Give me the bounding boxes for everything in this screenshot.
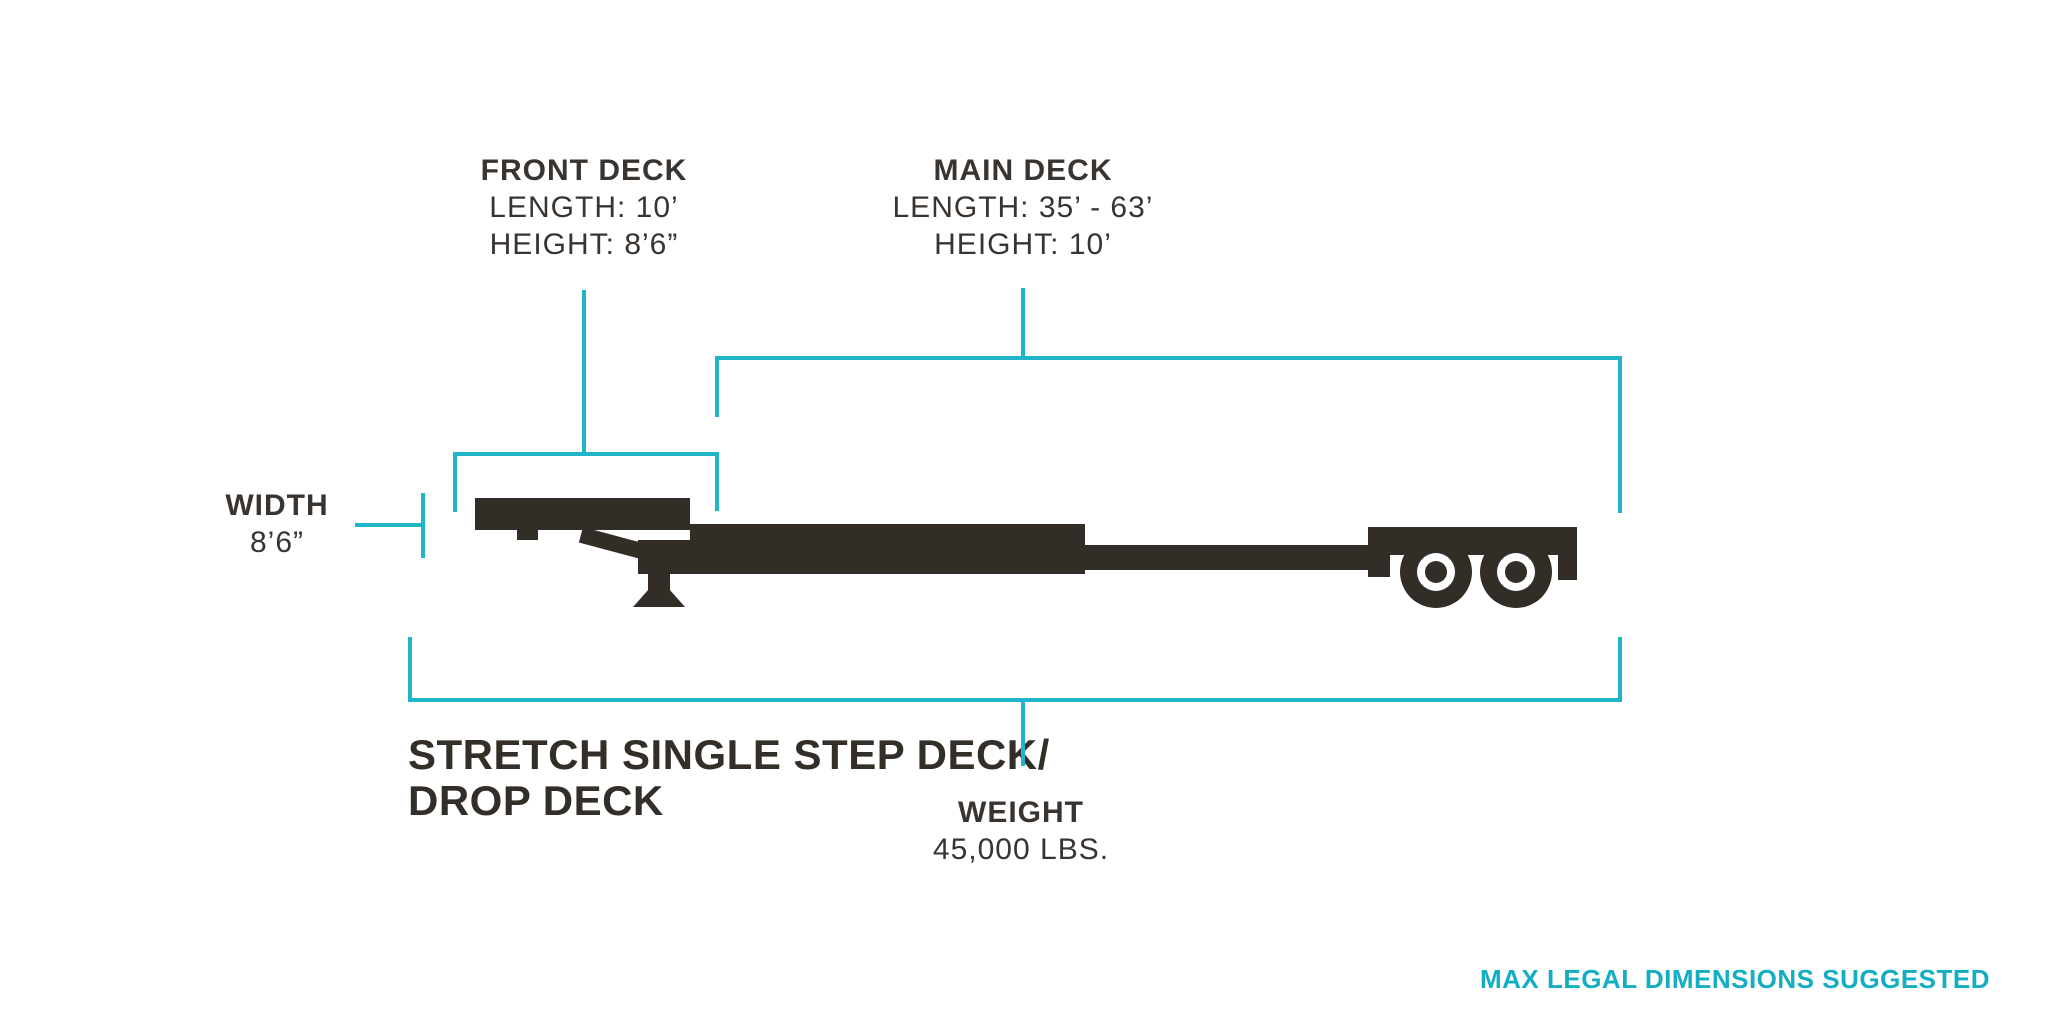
trailer-front-deck-plate xyxy=(475,498,690,530)
trailer-rear-bumper xyxy=(1558,527,1577,580)
trailer-landing-gear-stem xyxy=(648,574,670,590)
max-legal-dimensions-note: MAX LEGAL DIMENSIONS SUGGESTED xyxy=(1479,964,1990,994)
main-deck-bracket-left-end xyxy=(715,356,719,417)
main-deck-length: LENGTH: 35’ - 63’ xyxy=(892,191,1154,224)
trailer-type-title-line1: STRETCH SINGLE STEP DECK/ xyxy=(408,731,1050,778)
front-deck-length: LENGTH: 10’ xyxy=(489,191,679,224)
overall-bracket-left-end xyxy=(408,637,412,702)
front-deck-bracket-horizontal xyxy=(453,452,719,456)
width-tick-line xyxy=(421,493,425,558)
main-deck-label-block: MAIN DECK LENGTH: 35’ - 63’ HEIGHT: 10’ xyxy=(873,152,1173,263)
wheel-hub xyxy=(1505,561,1527,583)
front-deck-title: FRONT DECK xyxy=(480,154,688,187)
trailer-main-deck-body xyxy=(690,524,1085,574)
trailer-type-title-line2: DROP DECK xyxy=(408,777,664,824)
trailer-landing-gear-foot xyxy=(633,590,685,607)
weight-value: 45,000 LBS. xyxy=(932,833,1110,866)
main-deck-title: MAIN DECK xyxy=(933,154,1113,187)
width-leader-line xyxy=(355,523,425,527)
front-deck-pointer-line xyxy=(582,290,586,452)
trailer-type-title: STRETCH SINGLE STEP DECK/ DROP DECK xyxy=(408,732,1050,824)
trailer-stretch-extension-bar xyxy=(1085,545,1368,570)
trailer-kingpin xyxy=(517,530,538,540)
main-deck-pointer-line xyxy=(1021,288,1025,356)
trailer-gooseneck-neck xyxy=(638,540,690,574)
front-deck-height: HEIGHT: 8’6” xyxy=(489,228,679,261)
front-deck-bracket-right-end xyxy=(715,452,719,511)
main-deck-bracket-right-end xyxy=(1618,356,1622,513)
width-title: WIDTH xyxy=(225,489,329,522)
weight-title: WEIGHT xyxy=(958,796,1084,829)
trailer-wheel-rear xyxy=(1480,536,1552,608)
trailer-rear-riser xyxy=(1368,527,1390,577)
front-deck-label-block: FRONT DECK LENGTH: 10’ HEIGHT: 8’6” xyxy=(454,152,714,263)
width-label-block: WIDTH 8’6” xyxy=(177,487,377,561)
front-deck-bracket-left-end xyxy=(453,452,457,512)
width-value: 8’6” xyxy=(249,526,305,559)
trailer-wheel-front xyxy=(1400,536,1472,608)
main-deck-height: HEIGHT: 10’ xyxy=(934,228,1112,261)
weight-label-block: WEIGHT 45,000 LBS. xyxy=(871,794,1171,868)
weight-pointer-line xyxy=(1021,698,1025,766)
overall-bracket-right-end xyxy=(1618,637,1622,702)
overall-bracket-horizontal xyxy=(408,698,1622,702)
wheel-hub xyxy=(1425,561,1447,583)
main-deck-bracket-horizontal xyxy=(715,356,1622,360)
